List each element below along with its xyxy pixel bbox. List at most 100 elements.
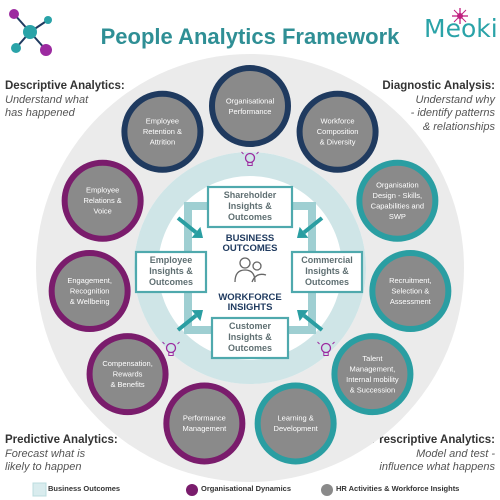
hr-activity-circle: Engagement,Recognition& Wellbeing (48, 250, 131, 333)
corner-sub-line: Forecast what is (5, 447, 86, 460)
hr-activity-label: Organisation (376, 180, 419, 189)
hr-activity-label: & Diversity (320, 138, 356, 147)
hr-activity-circle: Compensation, Rewards& Benefits (86, 333, 169, 416)
hr-activity-label: Performance (183, 414, 226, 423)
insight-box-text: Shareholder (224, 190, 277, 200)
corner-sub-line: Understand what (5, 93, 89, 106)
hr-activity-label: Selection & (391, 287, 429, 296)
page-title: People Analytics Framework (100, 24, 400, 49)
insight-box-text: Employee (150, 255, 193, 265)
corner-prescriptive: Prescriptive Analytics: Model and test -… (355, 434, 495, 475)
hr-activity-label: Engagement, (67, 276, 112, 285)
hr-activity-label: Recruitment, (389, 276, 432, 285)
legend-item-business: Business Outcomes (48, 484, 121, 493)
hr-activity-circle: Recruitment,Selection &Assessment (369, 250, 452, 333)
hr-activity-label: Voice (93, 207, 111, 216)
hr-activity-label: Performance (229, 107, 272, 116)
hr-activity-label: Management, (349, 364, 395, 373)
hr-activity-ring (48, 250, 131, 333)
arrow-icon (176, 310, 203, 332)
sparkle-icon (452, 8, 468, 24)
corner-descriptive: Descriptive Analytics: Understand what h… (5, 80, 140, 121)
hr-activity-ring (163, 382, 246, 465)
corner-heading: Diagnostic Analysis: (382, 80, 495, 92)
corner-sub-line: influence what happens (379, 461, 495, 473)
legend-item-dynamics: Organisational Dynamics (201, 484, 292, 493)
hr-activity-label: Internal mobility (346, 375, 399, 384)
legend: Business Outcomes Organisational Dynamic… (0, 480, 500, 500)
corner-diagnostic: Diagnostic Analysis: Understand why - id… (355, 80, 495, 134)
hr-activity-label: Employee (146, 117, 179, 126)
insight-box-text: Insights & (228, 201, 272, 211)
corner-sub-line: Model and test - (416, 447, 495, 460)
lightbulb-icon (162, 341, 180, 356)
insight-box-text: Insights & (149, 266, 193, 276)
insight-box-text: Outcomes (305, 277, 349, 287)
insight-box-right: Commercial Insights & Outcomes (290, 250, 364, 294)
hr-activity-label: Rewards (113, 370, 143, 379)
insight-box-bottom: Customer Insights & Outcomes (210, 316, 290, 360)
hr-activity-label: Attrition (150, 138, 175, 147)
hr-activity-label: Management (182, 424, 227, 433)
insight-box-text: Insights & (305, 266, 349, 276)
workforce-insights-label: INSIGHTS (228, 302, 273, 313)
legend-swatch-hr (321, 484, 333, 496)
insight-box-left: Employee Insights & Outcomes (134, 250, 208, 294)
corner-heading: Prescriptive Analytics: (371, 434, 495, 446)
hr-activity-label: Employee (86, 186, 119, 195)
lightbulb-icon-group (162, 151, 335, 356)
hr-activity-label: Talent (362, 354, 383, 363)
arrows-group (176, 216, 324, 332)
hr-activity-label: Capabilities and (371, 201, 424, 210)
insight-box-text: Commercial (301, 255, 353, 265)
hr-activity-label: SWP (389, 212, 406, 221)
hr-activity-ring (121, 90, 204, 173)
insight-box-text: Outcomes (228, 343, 272, 353)
hr-activity-ring (356, 159, 439, 242)
corner-sub-line: - identify patterns (410, 107, 495, 119)
hr-activity-label: Relations & (83, 196, 121, 205)
hr-activity-label: Retention & (143, 127, 182, 136)
arrow-icon (297, 216, 324, 238)
legend-item-hr: HR Activities & Workforce Insights (336, 484, 460, 493)
hr-activity-label: Learning & (278, 414, 314, 423)
hr-activity-label: & Wellbeing (70, 297, 110, 306)
insight-box-text: Outcomes (228, 212, 272, 222)
hr-activity-label: Composition (317, 127, 359, 136)
hr-activity-label: & Benefits (110, 380, 144, 389)
hr-activity-circle: Learning &Development (254, 382, 337, 465)
insight-box-text: Outcomes (149, 277, 193, 287)
arrow-icon (297, 310, 324, 332)
hr-activity-ring (296, 90, 379, 173)
hr-activity-label: Compensation, (102, 359, 152, 368)
hr-activity-ring (86, 333, 169, 416)
workforce-insights-label: WORKFORCE (218, 292, 281, 303)
hr-activity-label: Design - Skills, (373, 191, 423, 200)
hr-activity-label: Organisational (226, 96, 275, 105)
lightbulb-icon (241, 151, 259, 166)
insight-box-text: Customer (229, 321, 272, 331)
insight-box-text: Insights & (228, 332, 272, 342)
hr-activity-label: Workforce (321, 117, 355, 126)
hr-activity-label: & Succession (350, 385, 395, 394)
business-outcomes-label: OUTCOMES (223, 243, 278, 254)
corner-heading: Descriptive Analytics: (5, 80, 125, 92)
lightbulb-icon (317, 341, 335, 356)
network-logo-icon (9, 9, 52, 56)
legend-swatch-dynamics (186, 484, 198, 496)
corner-heading: Predictive Analytics: (5, 434, 118, 446)
corner-sub-line: Understand why (415, 93, 496, 106)
hr-activity-ring (209, 65, 291, 147)
corner-sub-line: has happened (5, 107, 75, 119)
arrow-icon (176, 216, 203, 238)
hr-activity-label: Development (274, 424, 319, 433)
insight-box-top: Shareholder Insights & Outcomes (206, 185, 294, 229)
people-icon (234, 257, 267, 283)
